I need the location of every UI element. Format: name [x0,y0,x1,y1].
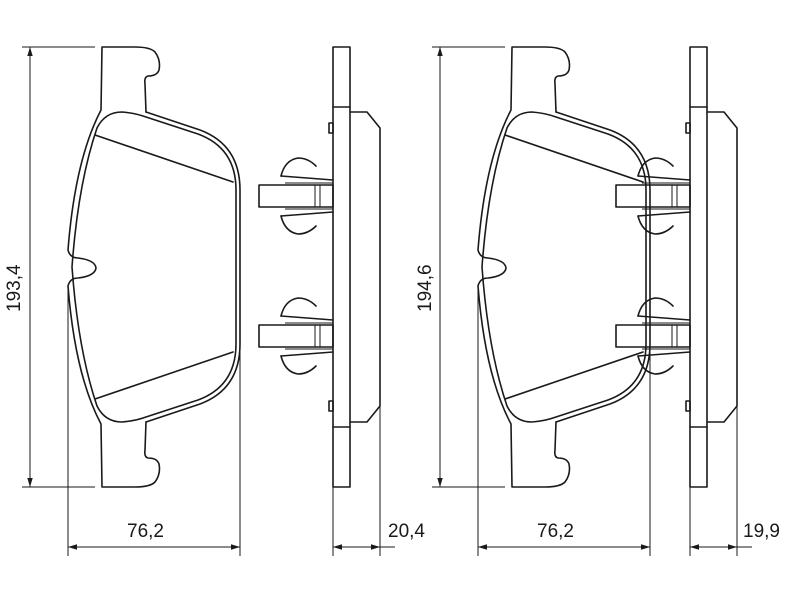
right-thickness-label: 19,9 [743,521,780,542]
left-thickness-dimension: 20,4 [332,406,425,556]
left-width-dimension: 76,2 [67,290,241,556]
right-width-label: 76,2 [537,521,574,542]
right-height-label: 194,6 [415,264,436,312]
left-height-label: 193,4 [4,264,25,312]
right-width-dimension: 76,2 [477,290,651,556]
left-pad-side-view [259,47,380,487]
left-pad-front-view [67,46,241,488]
left-height-dimension: 193,4 [4,46,95,488]
right-pad-front-view [477,46,651,488]
left-thickness-label: 20,4 [388,521,425,542]
left-width-label: 76,2 [127,521,164,542]
right-height-dimension: 194,6 [415,46,505,488]
right-pad-side-view [616,47,737,487]
right-thickness-dimension: 19,9 [689,406,780,556]
